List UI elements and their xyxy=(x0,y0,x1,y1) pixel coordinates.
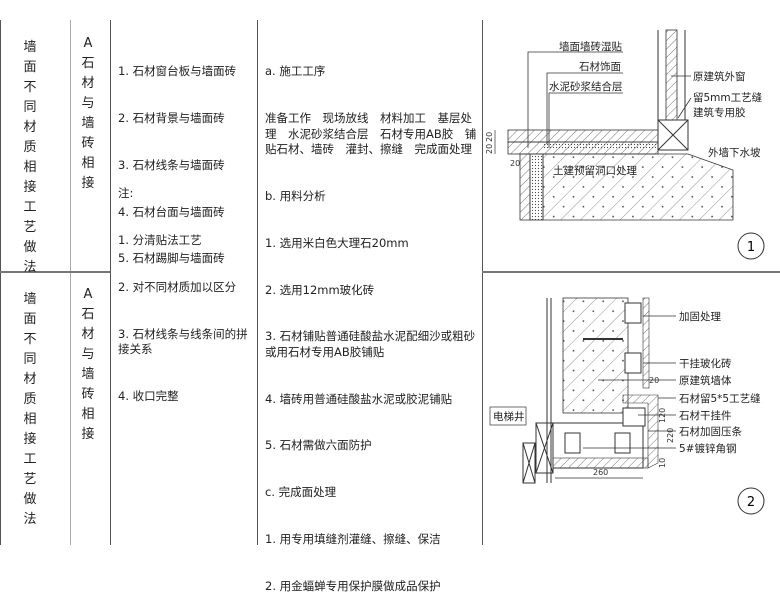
table-border-left xyxy=(0,20,1,545)
column-divider xyxy=(257,20,258,545)
row-category: 墙面不同材质相接工艺做法 xyxy=(23,292,37,527)
detail-drawing-2: 260 20 120 220 10 加固处理 干挂玻化砖 原建筑墙体 石材留5*… xyxy=(489,297,765,515)
process-a-title: a. 施工工序 xyxy=(265,64,326,79)
process-text: a. 施工工序 准备工作 现场放线 材料加工 基层处理 水泥砂浆结合层 石材专用… xyxy=(265,33,479,610)
row-divider xyxy=(482,271,780,273)
dim-10: 10 xyxy=(658,458,667,468)
process-b-title: b. 用料分析 xyxy=(265,188,326,203)
notes: 注: 1. 分清贴法工艺 2. 对不同材质加以区分 3. 石材线条与线条间的拼接… xyxy=(118,155,248,420)
label-stone-gap: 石材留5*5工艺缝 xyxy=(679,392,761,405)
item: 2. 石材背景与墙面砖 xyxy=(118,110,225,125)
process-c-line: 2. 用金蝠蝉专用保护膜做成品保护 xyxy=(265,578,441,593)
note: 3. 石材线条与线条间的拼接关系 xyxy=(118,326,248,357)
row-subcategory: A石材与墙砖相接 xyxy=(81,287,95,442)
label-wall: 原建筑墙体 xyxy=(679,374,732,387)
label-stone-finish: 石材饰面 xyxy=(579,60,621,73)
item: 3. 石材线条与墙面砖 xyxy=(118,157,225,172)
label-hanger: 石材干挂件 xyxy=(679,409,732,422)
process-a-text: 准备工作 现场放线 材料加工 基层处理 水泥砂浆结合层 石材专用AB胶 铺贴石材… xyxy=(265,110,477,157)
column-divider xyxy=(482,20,483,545)
note: 4. 收口完整 xyxy=(118,388,179,403)
dim-120: 120 xyxy=(658,408,667,423)
process-b-line: 2. 选用12mm玻化砖 xyxy=(265,282,375,297)
item: 4. 石材台面与墙面砖 xyxy=(118,204,225,219)
label-elevator: 电梯井 xyxy=(493,410,525,423)
label-reinforce: 加固处理 xyxy=(679,311,721,323)
process-c-line: 1. 用专用填缝剂灌缝、擦缝、保洁 xyxy=(265,532,441,546)
detail-drawing-1: 墙面墙砖湿贴 石材饰面 水泥砂浆结合层 原建筑外窗 留5mm工艺缝 建筑专用胶 … xyxy=(485,29,765,260)
item: 5. 石材踢脚与墙面砖 xyxy=(118,251,225,266)
note: 1. 分清贴法工艺 xyxy=(118,232,202,247)
label-strip: 石材加固压条 xyxy=(679,425,742,438)
process-b-line: 5. 石材需做六面防护 xyxy=(265,438,372,453)
label-gap: 留5mm工艺缝 xyxy=(693,91,763,104)
process-b-line: 4. 墙砖用普通硅酸盐水泥或胶泥铺贴 xyxy=(265,391,453,406)
notes-title: 注: xyxy=(118,186,134,201)
items-list: 1. 石材窗台板与墙面砖 2. 石材背景与墙面砖 3. 石材线条与墙面砖 4. … xyxy=(118,33,248,283)
process-b-line: 1. 选用米白色大理石20mm xyxy=(265,235,409,250)
dim-20: 20 xyxy=(485,144,494,154)
label-wet-tile: 墙面墙砖湿贴 xyxy=(559,40,622,53)
detail-number: 1 xyxy=(747,240,755,255)
item: 1. 石材窗台板与墙面砖 xyxy=(118,64,237,79)
detail-number: 2 xyxy=(747,495,755,510)
label-slope: 外墙下水坡 xyxy=(708,146,761,159)
label-dry-tile: 干挂玻化砖 xyxy=(679,357,732,370)
process-b-line: 3. 石材铺贴普通硅酸盐水泥配细沙或粗砂或用石材专用AB胶铺贴 xyxy=(265,329,476,359)
column-divider xyxy=(70,20,71,545)
column-divider xyxy=(110,20,111,545)
label-glue: 建筑专用胶 xyxy=(693,106,746,119)
dim-20: 20 xyxy=(485,132,494,142)
dim-220: 220 xyxy=(666,428,675,443)
note: 2. 对不同材质加以区分 xyxy=(118,279,237,294)
row-category: 墙面不同材质相接工艺做法 xyxy=(23,40,37,275)
dim-20: 20 xyxy=(510,159,520,168)
dim-260: 260 xyxy=(593,468,608,477)
process-c-title: c. 完成面处理 xyxy=(265,485,337,500)
label-mortar: 水泥砂浆结合层 xyxy=(549,80,623,93)
label-window: 原建筑外窗 xyxy=(693,70,746,83)
row-subcategory: A石材与墙砖相接 xyxy=(81,36,95,191)
dim-20: 20 xyxy=(649,376,659,385)
label-angle-steel: 5#镀锌角钢 xyxy=(679,442,736,455)
label-opening: 土建预留洞口处理 xyxy=(553,164,637,177)
row-divider xyxy=(0,271,110,273)
